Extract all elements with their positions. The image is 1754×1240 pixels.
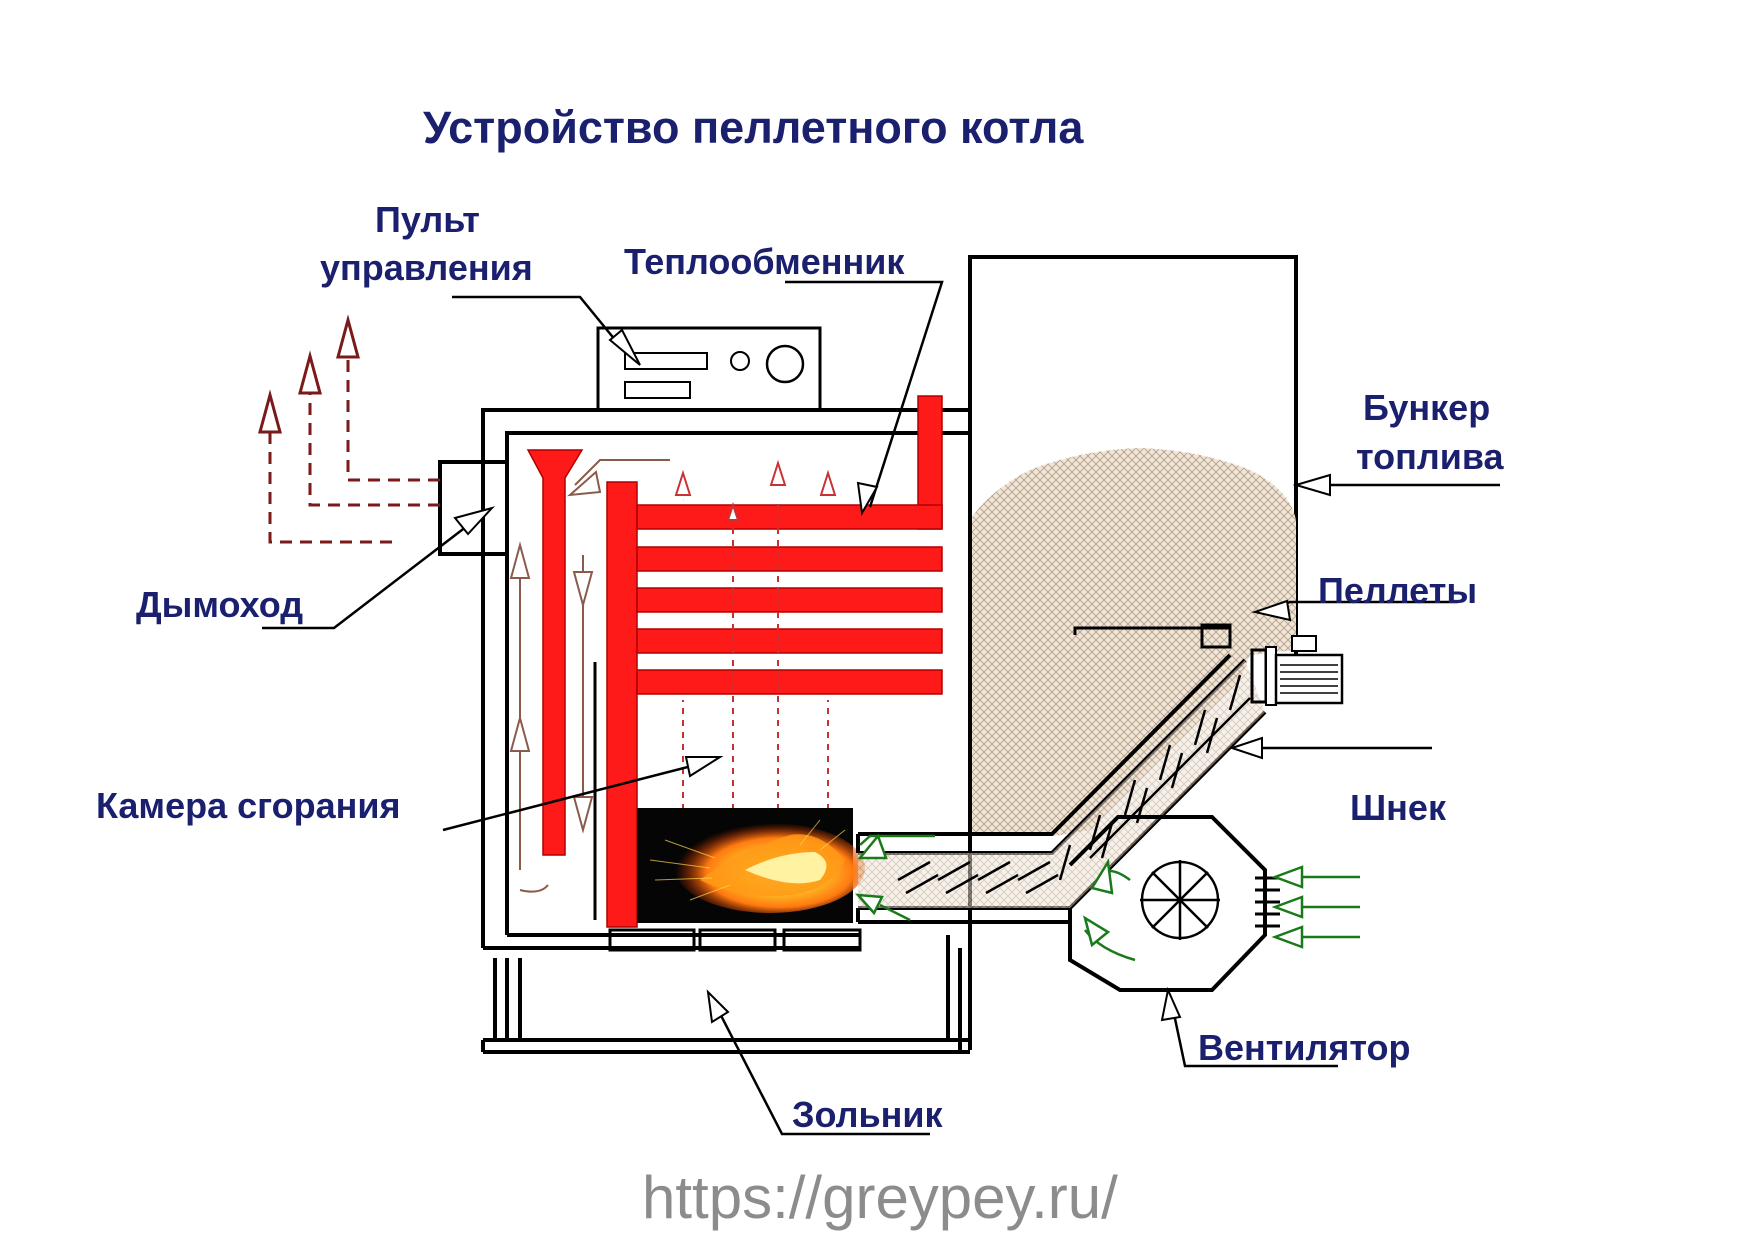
label-pellets: Пеллеты (1318, 570, 1477, 611)
air-arrow-icon (1271, 925, 1304, 949)
pointer-arrow-icon (1251, 599, 1292, 622)
watermark-url: https://greypey.ru/ (642, 1164, 1118, 1231)
fan (1068, 815, 1280, 992)
flue-arrow-icon (298, 350, 322, 395)
label-chimney: Дымоход (136, 584, 303, 625)
auger-screw (897, 674, 1251, 895)
label-control-panel-1: Пульт (375, 199, 480, 240)
pointer-arrow-icon (1292, 473, 1331, 497)
flow-arrow-up-icon (509, 714, 531, 752)
flue-arrow-icon (336, 314, 360, 359)
pointer-arrow-icon (453, 506, 496, 536)
label-fuel-bunker-1: Бункер (1363, 387, 1490, 428)
pointer-arrow-icon (706, 989, 730, 1024)
burner-flame (637, 808, 865, 923)
pointer-arrow-icon (856, 481, 879, 517)
label-control-panel-2: управления (320, 247, 533, 288)
control-panel (596, 326, 822, 412)
label-fuel-bunker-2: топлива (1356, 436, 1505, 477)
air-arrow-icon (854, 893, 884, 916)
pellet-shelf (1073, 626, 1230, 635)
chimney (438, 460, 509, 556)
pointer-arrow-icon (608, 328, 641, 366)
air-arrow-icon (857, 833, 888, 860)
pointer-arrow-icon (1160, 986, 1182, 1022)
pointer-arrow-icon (1228, 736, 1263, 760)
label-combustion-chamber: Камера сгорания (96, 785, 401, 826)
label-fan: Вентилятор (1198, 1027, 1411, 1068)
label-auger: Шнек (1350, 787, 1447, 828)
air-arrow-icon (1271, 895, 1304, 919)
hot-gas-arrow-icon (726, 501, 740, 521)
air-arrow-icon (1271, 865, 1304, 889)
auger-fuel-fill (858, 660, 1265, 908)
label-ash-pan: Зольник (792, 1094, 944, 1135)
flow-arrow-down-icon (572, 571, 594, 609)
hot-gas-arrow-icon (819, 469, 837, 496)
pellet-guide (1200, 623, 1232, 649)
flue-arrow-icon (258, 389, 282, 434)
air-arrow-icon (1083, 915, 1111, 948)
label-heat-exchanger: Теплообменник (624, 241, 905, 282)
pellets-mass (970, 448, 1296, 836)
hot-gas-flow (682, 500, 829, 810)
heat-exchanger (526, 395, 943, 928)
diagram-title: Устройство пеллетного котла (423, 102, 1084, 153)
pointer-arrow-icon (684, 756, 724, 778)
flow-arrow-icon (567, 470, 602, 497)
hot-gas-arrow-icon (674, 469, 692, 496)
flow-arrow-up-icon (509, 541, 531, 579)
air-arrow-icon (1090, 858, 1114, 895)
hot-gas-arrow-icon (769, 459, 787, 486)
auger-motor (1250, 635, 1344, 706)
flue-gas-flow (268, 330, 440, 544)
flow-arrow-down-icon (572, 796, 594, 834)
